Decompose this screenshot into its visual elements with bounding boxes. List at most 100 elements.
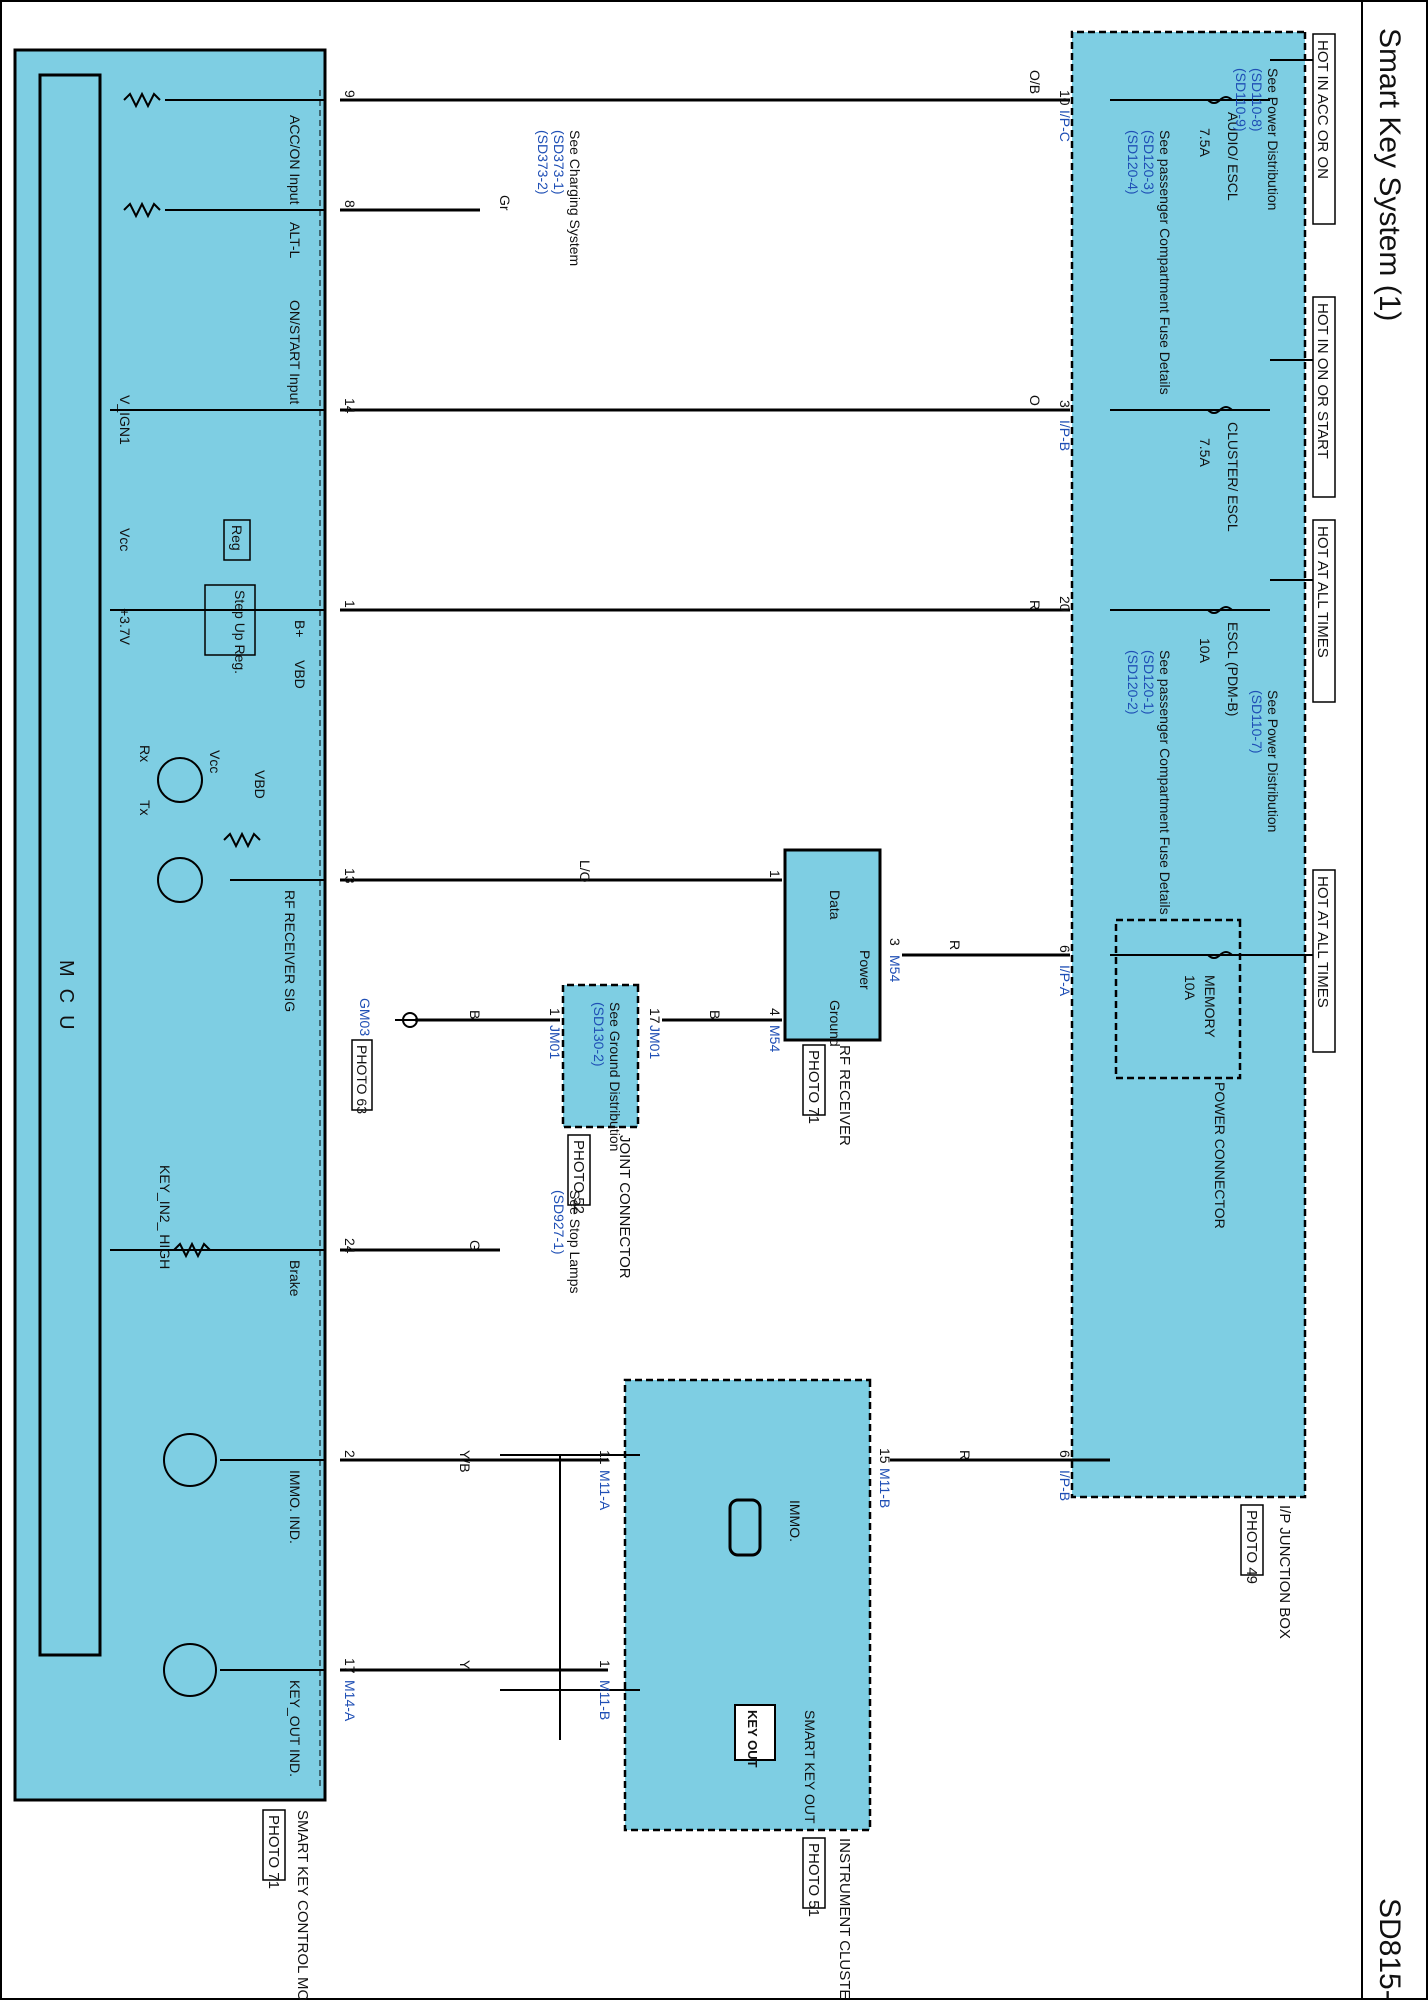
reg-block: Reg <box>223 519 251 561</box>
wire-color-w1: O/B <box>1027 70 1043 94</box>
pin-w1-right: 10 <box>1057 90 1073 106</box>
wire-color-w3: O <box>1027 395 1043 406</box>
junction-box-label: I/P JUNCTION BOX PHOTO 49 <box>1240 1504 1293 1639</box>
label-rf-receiver-sig: RF RECEIVER SIG <box>282 890 298 1012</box>
diagram-text: INSTRUMENT CLUSTER <box>836 1838 853 2000</box>
conn-w10-right: I/P-B <box>1057 1470 1073 1501</box>
diagram-text: HOT AT ALL TIMES <box>1314 526 1331 658</box>
label-key-out-ind: KEY_OUT IND. <box>287 1680 303 1777</box>
diagram-text: PHOTO 52 <box>570 1140 587 1214</box>
wire-color-w5: L/O <box>577 860 593 883</box>
rf-pin-data: Data <box>827 890 843 920</box>
label-key-in2-high: KEY_IN2_ HIGH <box>157 1165 173 1269</box>
internal-resistors <box>110 91 325 1697</box>
diagram-text: (SD120-3) <box>1141 130 1157 195</box>
diagram-text: (SD373-2) <box>535 130 551 195</box>
pin-w7-right: 17 <box>647 1008 663 1024</box>
pin-w7-left: 4 <box>767 1008 783 1016</box>
diagram-text: See passenger Compartment Fuse Details <box>1157 650 1173 915</box>
diagram-text: Step Up Reg. <box>232 590 248 674</box>
label-on-start-input: ON/START Input <box>287 300 303 404</box>
rf-receiver-label: RF RECEIVER PHOTO 71 <box>802 1044 853 1146</box>
immo-car-icon <box>728 1498 762 1557</box>
diagram-text: 7.5A <box>1197 438 1213 467</box>
hot-label-all-times-2: HOT AT ALL TIMES <box>1312 869 1336 1053</box>
label-vcc-2: Vcc <box>207 750 223 773</box>
hot-label-all-times-1: HOT AT ALL TIMES <box>1312 519 1336 703</box>
pin-w2-left: 8 <box>342 200 358 208</box>
junction-box <box>1070 30 1307 1499</box>
diagram-text: JOINT CONNECTOR <box>616 1135 633 1279</box>
pin-w6-left: 3 <box>887 938 903 946</box>
power-connector: MEMORY 10A POWER CONNECTOR <box>1110 918 1270 1229</box>
diagram-text: PHOTO 71 <box>805 1050 822 1124</box>
label-3-7v: +3.7V <box>117 608 133 646</box>
conn-w7-left: M54 <box>767 1025 783 1052</box>
diagram-text: Reg <box>229 525 245 551</box>
pin-w9-left: 24 <box>342 1238 358 1254</box>
label-alt-l: ALT-L <box>287 222 303 259</box>
conn-w1-right: I/P-C <box>1057 110 1073 142</box>
hot-label-acc-on: HOT IN ACC OR ON <box>1312 33 1336 225</box>
note-passenger-fuse-2: See passenger Compartment Fuse Details (… <box>1125 650 1173 915</box>
pin-w6-right: 6 <box>1057 945 1073 953</box>
diagram-text: (SD120-2) <box>1125 650 1141 715</box>
wire-color-w7: B <box>707 1010 723 1019</box>
diagram-text: See Power Distribution <box>1265 68 1281 210</box>
conn-w7-right: JM01 <box>647 1025 663 1059</box>
pin-w8-left: 1 <box>547 1008 563 1016</box>
note-power-distribution-2: See Power Distribution (SD110-7) <box>1249 690 1281 832</box>
wire-color-w12: Y <box>457 1660 473 1670</box>
step-up-reg-block: Step Up Reg. <box>204 584 256 674</box>
joint-connector-label: JOINT CONNECTOR PHOTO 52 <box>567 1134 633 1279</box>
joint-note: See Ground Distribution <box>607 1002 623 1151</box>
page-code: SD815-1 <box>1373 1898 1406 2000</box>
label-v-ign1: V_IGN1 <box>117 395 133 445</box>
wire-color-w11: Y/B <box>457 1450 473 1473</box>
joint-ref: (SD130-2) <box>591 1002 607 1067</box>
diagram-text: (SD120-1) <box>1141 650 1157 715</box>
conn-w6-right: I/P-A <box>1057 965 1073 997</box>
diagram-text: See Power Distribution <box>1265 690 1281 832</box>
key-out-icon: KEY OUT <box>734 1704 776 1768</box>
label-tx: Tx <box>137 800 153 816</box>
pin-w11-right: 11 <box>597 1450 613 1465</box>
conn-w12-right: M11-B <box>597 1680 613 1720</box>
hot-label-on-start: HOT IN ON OR START <box>1312 296 1336 498</box>
rf-receiver <box>783 848 882 1042</box>
diagram-text: (SD110-8) <box>1249 68 1265 132</box>
diagram-text: 10A <box>1182 975 1198 1001</box>
note-power-distribution-1: See Power Distribution (SD110-8) (SD110-… <box>1233 68 1281 210</box>
mcu-block <box>38 73 102 1657</box>
diagram-text: AUDIO/ ESCL <box>1225 112 1241 201</box>
fuse-cluster-escl: CLUSTER/ ESCL 7.5A <box>1110 406 1270 532</box>
diagram-text: ESCL (PDM-B) <box>1225 622 1241 716</box>
mcu-label: MCU <box>55 960 77 1042</box>
wire-color-w6: R <box>947 940 963 950</box>
joint-connector <box>561 983 640 1129</box>
diagram-text: 10A <box>1197 638 1213 664</box>
diagram-text: HOT IN ACC OR ON <box>1314 40 1331 179</box>
diagram-text: POWER CONNECTOR <box>1212 1082 1228 1229</box>
label-vcc: Vcc <box>117 528 133 551</box>
wire-color-w4: R <box>1027 600 1043 610</box>
fuse-audio-escl: AUDIO/ ESCL 7.5A <box>1110 96 1270 201</box>
pin-w10-right: 6 <box>1057 1450 1073 1458</box>
conn-w12-left: M14-A <box>342 1680 358 1722</box>
diagram-text: HOT AT ALL TIMES <box>1314 876 1331 1008</box>
page-title: Smart Key System (1) <box>1373 28 1406 321</box>
label-rx: Rx <box>137 745 153 762</box>
conn-w3-right: I/P-B <box>1057 420 1073 451</box>
wire-color-w2: Gr <box>497 195 513 211</box>
diagram-text: I/P JUNCTION BOX <box>1276 1505 1293 1639</box>
wire-color-w8: B <box>467 1010 483 1019</box>
label-immo-ind: IMMO. IND. <box>287 1470 303 1544</box>
ground-symbol: GM03 PHOTO 63 <box>351 998 418 1114</box>
label-vbd: VBD <box>292 660 308 689</box>
pin-w3-left: 14 <box>342 398 358 414</box>
pin-w10-left: 15 <box>877 1448 893 1464</box>
wire-color-w10: R <box>957 1450 973 1460</box>
diagram-text: PHOTO 49 <box>1243 1510 1260 1584</box>
instrument-cluster-label: INSTRUMENT CLUSTER PHOTO 51 <box>802 1837 853 2000</box>
pin-w5-right: 1 <box>767 870 783 878</box>
